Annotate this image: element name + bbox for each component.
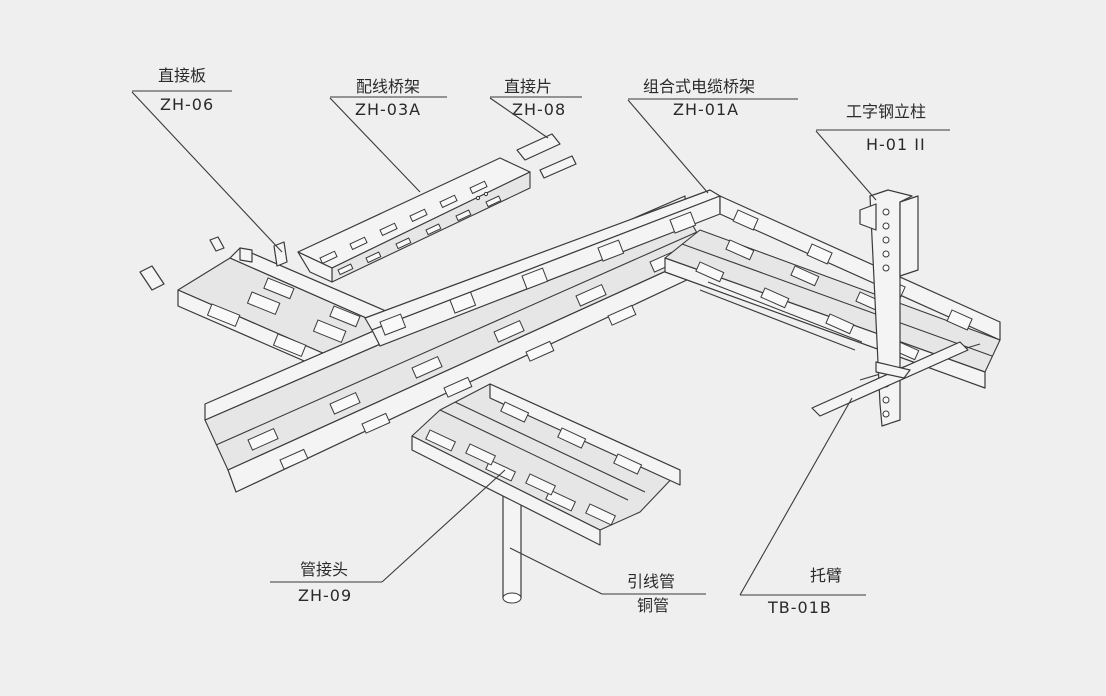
tray-drawing: [139, 133, 1001, 604]
label-i-beam-column-code: H-01 II: [866, 135, 926, 154]
label-lead-pipe-name: 引线管: [627, 572, 675, 591]
label-combined-tray-code: ZH-01A: [673, 100, 739, 119]
label-pipe-joint-name: 管接头: [300, 560, 348, 579]
label-combined-tray: 组合式电缆桥架 ZH-01A: [627, 77, 798, 194]
label-straight-plate-code: ZH-06: [160, 95, 214, 114]
label-straight-piece-code: ZH-08: [512, 100, 566, 119]
label-pipe-joint-code: ZH-09: [298, 586, 352, 605]
label-wiring-tray: 配线桥架 ZH-03A: [329, 77, 447, 193]
branch-tray-drawing: [411, 383, 681, 546]
straight-plate-drawing: [139, 236, 288, 291]
label-bracket-arm: 托臂 TB-01B: [739, 397, 866, 617]
label-straight-plate: 直接板 ZH-06: [131, 66, 283, 253]
label-straight-plate-name: 直接板: [158, 66, 206, 85]
label-bracket-arm-code: TB-01B: [767, 598, 832, 617]
label-pipe-joint: 管接头 ZH-09: [270, 469, 506, 605]
straight-piece-drawing: [516, 133, 577, 179]
label-i-beam-column-name: 工字钢立柱: [846, 102, 926, 121]
wiring-tray-drawing: [297, 157, 531, 283]
label-bracket-arm-name: 托臂: [810, 566, 842, 585]
label-wiring-tray-name: 配线桥架: [356, 77, 420, 96]
label-straight-piece-name: 直接片: [504, 77, 552, 96]
label-i-beam-column: 工字钢立柱 H-01 II: [815, 102, 950, 201]
label-lead-pipe-code: 铜管: [637, 596, 669, 615]
right-tray-drawing: [664, 195, 1001, 389]
label-lead-pipe: 引线管 铜管: [509, 547, 706, 615]
label-combined-tray-name: 组合式电缆桥架: [643, 77, 755, 96]
label-straight-piece: 直接片 ZH-08: [489, 77, 582, 139]
upper-tray-drawing: [364, 189, 721, 347]
label-wiring-tray-code: ZH-03A: [355, 100, 421, 119]
bracket-arm-drawing: [811, 341, 969, 417]
